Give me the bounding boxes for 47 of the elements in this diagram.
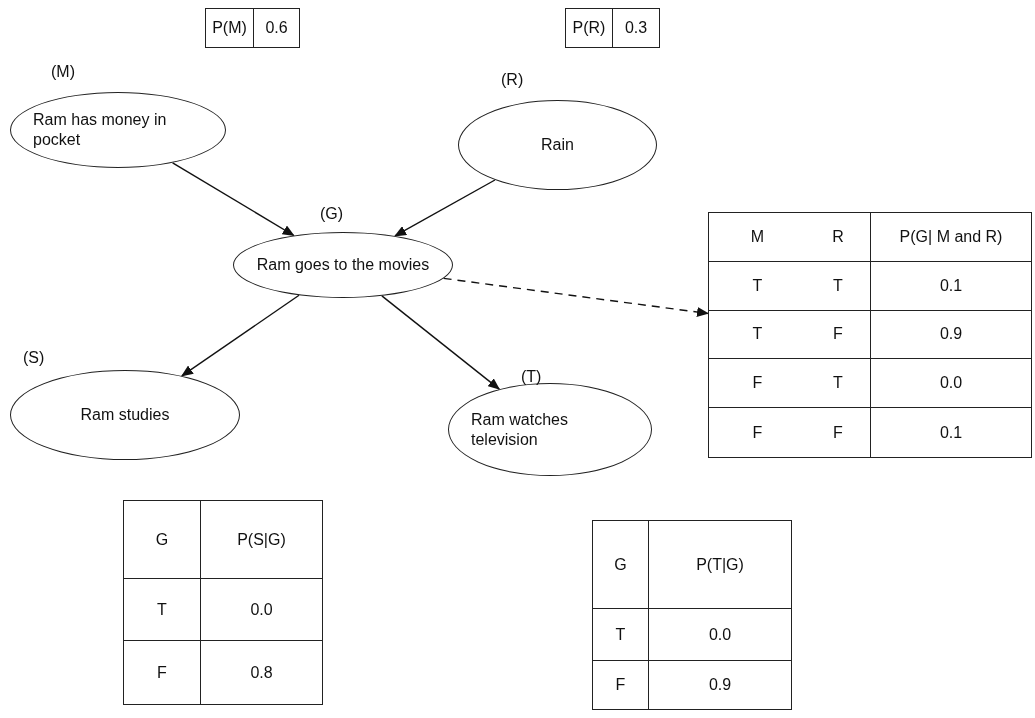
arrow: [181, 294, 300, 377]
node-label: Ram goes to the movies: [256, 255, 430, 275]
variable-label: (T): [521, 368, 542, 386]
node-label: Ram has money in pocket: [33, 110, 168, 150]
table-cell: F: [593, 661, 649, 709]
variable-label: (M): [51, 63, 75, 81]
arrow: [171, 162, 295, 237]
table-cell: 0.0: [201, 579, 322, 641]
table-cell: 0.0: [871, 359, 1031, 409]
arrow: [381, 295, 501, 390]
probability-table: [708, 212, 1032, 458]
node-label: Rain: [541, 135, 574, 155]
variable-label: (S): [23, 349, 45, 367]
node-label: Ram studies: [80, 405, 170, 425]
table-cell: T: [709, 310, 806, 360]
table-cell: 0.9: [871, 310, 1031, 360]
table-cell: T: [709, 261, 806, 311]
table-cell: G: [593, 521, 649, 609]
table-cell: P(M): [206, 9, 254, 47]
table-cell: P(T|G): [649, 521, 791, 609]
table-cell-text: F: [751, 422, 764, 443]
table-cell-text: 0.9: [707, 675, 733, 695]
table-cell: P(S|G): [201, 501, 322, 579]
table-cell: 0.0: [649, 609, 791, 661]
table-cell: F: [709, 359, 806, 409]
table-cell: F: [806, 408, 871, 457]
table-cell: T: [124, 579, 201, 641]
arrow: [442, 277, 709, 317]
variable-label: (R): [501, 71, 524, 89]
table-cell: T: [593, 609, 649, 661]
arrow: [394, 179, 496, 237]
table-cell: G: [124, 501, 201, 579]
table-cell: F: [806, 310, 871, 360]
variable-label: (G): [320, 205, 344, 223]
table-cell: 0.1: [871, 261, 1031, 311]
table-cell-text: 0.6: [264, 18, 289, 38]
table-cell: P(R): [566, 9, 613, 47]
table-cell-text: 0.3: [623, 18, 649, 38]
table-cell: M: [709, 213, 806, 262]
table-cell: P(G| M and R): [871, 213, 1031, 262]
node-label: Ram watches television: [471, 409, 569, 450]
table-cell: R: [806, 213, 871, 262]
table-cell: T: [806, 261, 871, 311]
table-cell: T: [806, 359, 871, 409]
table-cell-text: 0.1: [938, 422, 964, 443]
table-cell-text: 0.8: [249, 662, 274, 683]
table-cell: F: [124, 641, 201, 704]
